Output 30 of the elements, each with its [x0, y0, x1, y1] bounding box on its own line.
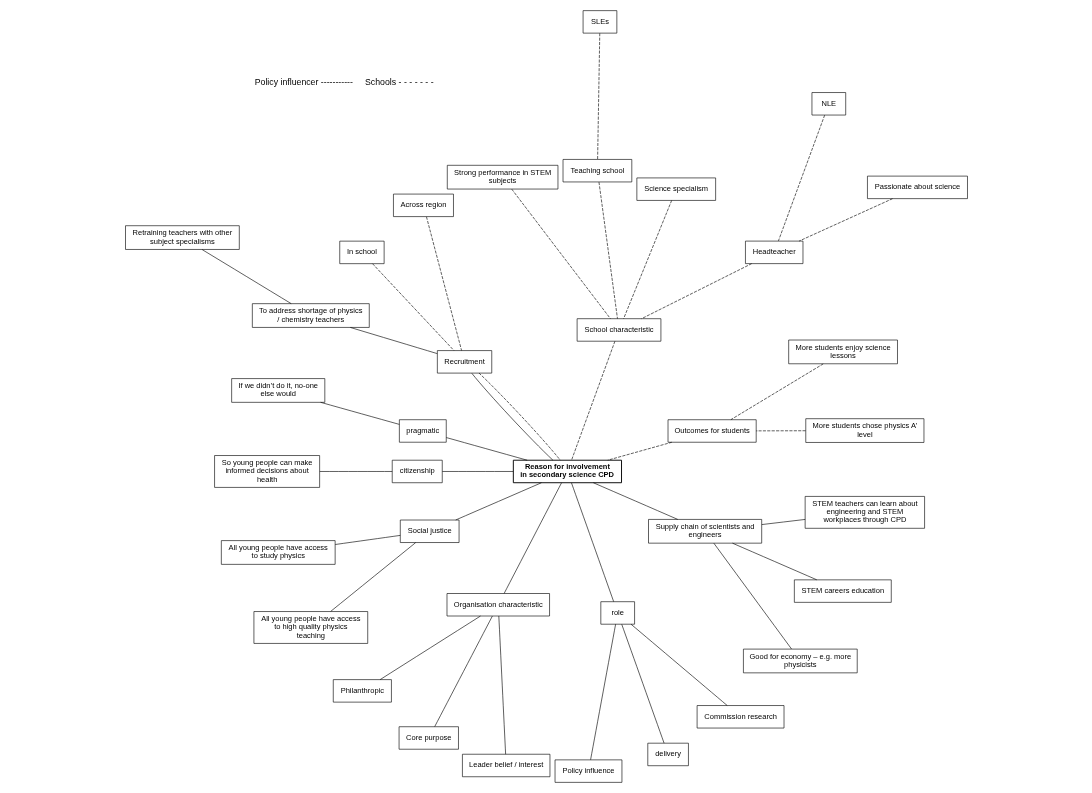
label: Policy influencer ----------- Schools - - - - - - -: [254, 77, 434, 88]
connector: [425, 216, 462, 351]
connector: [379, 615, 481, 680]
connector: [589, 623, 616, 761]
connector: [570, 482, 614, 602]
connector: [503, 482, 562, 594]
connector: [471, 373, 553, 461]
connector: [777, 114, 825, 242]
connector: [445, 437, 527, 461]
connector: [798, 198, 893, 242]
connector: [319, 402, 400, 425]
connector: [329, 542, 416, 612]
connector: [622, 200, 672, 319]
connector: [606, 441, 672, 461]
connector: [454, 482, 542, 521]
connector: [731, 542, 817, 581]
connector: [441, 471, 513, 472]
connector: [761, 519, 805, 525]
connector: [598, 181, 618, 319]
connector: [334, 535, 401, 545]
connector: [592, 482, 678, 520]
connector: [201, 249, 292, 304]
connector: [570, 341, 615, 461]
connector: [730, 363, 823, 420]
connector: [478, 372, 561, 461]
connector: [510, 188, 611, 319]
connector: [640, 263, 752, 319]
connector: [349, 327, 437, 354]
connector: [630, 623, 727, 706]
connector: [319, 471, 393, 472]
